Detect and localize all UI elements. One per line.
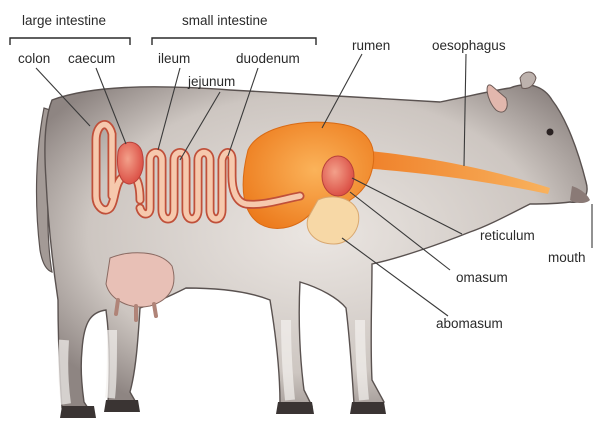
label-oesophagus: oesophagus: [432, 38, 506, 53]
large-intestine-bracket: [10, 38, 130, 45]
label-abomasum: abomasum: [436, 316, 503, 331]
label-reticulum: reticulum: [480, 228, 535, 243]
reticulum-organ: [322, 156, 354, 196]
label-caecum: caecum: [68, 51, 115, 66]
label-mouth: mouth: [548, 250, 586, 265]
label-omasum: omasum: [456, 270, 508, 285]
label-colon: colon: [18, 51, 50, 66]
label-large-intestine: large intestine: [22, 13, 106, 28]
label-duodenum: duodenum: [236, 51, 300, 66]
label-rumen: rumen: [352, 38, 390, 53]
caecum-organ: [118, 142, 144, 184]
label-small-intestine: small intestine: [182, 13, 268, 28]
label-ileum: ileum: [158, 51, 190, 66]
label-jejunum: jejunum: [187, 74, 235, 89]
eye-icon: [547, 129, 554, 136]
small-intestine-bracket: [152, 38, 316, 45]
